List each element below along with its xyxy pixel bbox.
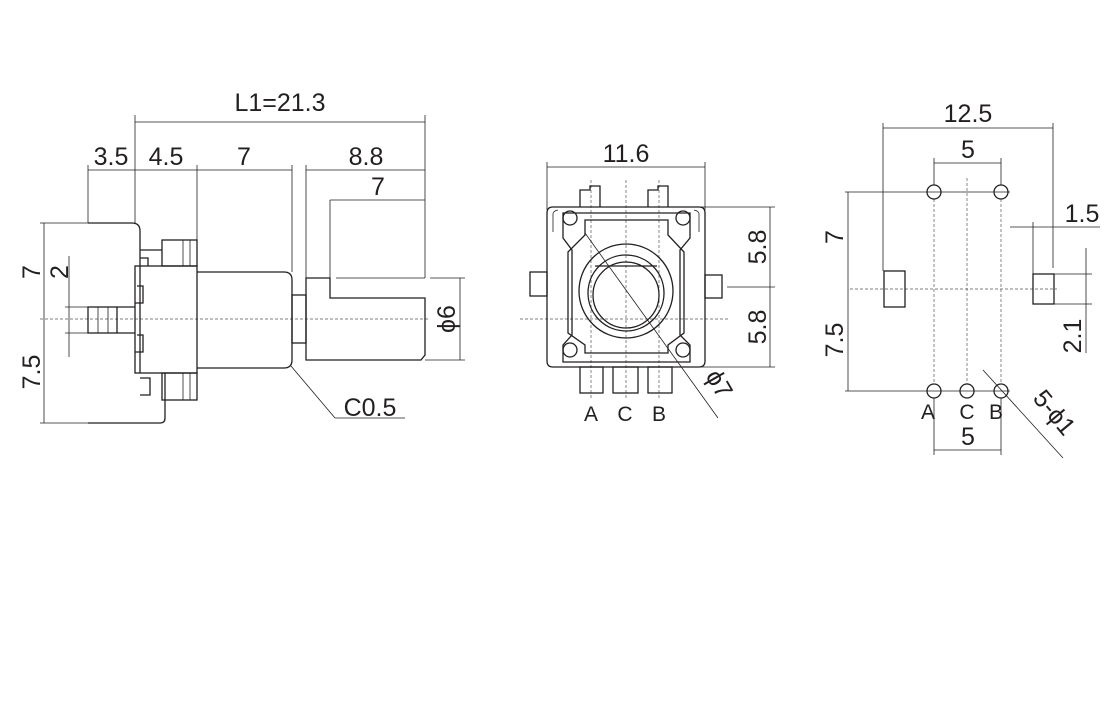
width-label: 11.6 (603, 140, 650, 168)
housing (134, 265, 198, 374)
pin-label-c: C (617, 403, 632, 426)
side-view: L1=21.3 3.5 4.5 7 8.8 7 7 2 7.5 C0.5 ϕ6 (18, 89, 465, 424)
dim-7-height: 7 (18, 265, 46, 279)
footprint-view: 12.5 5 1.5 7 7.5 2.1 5-ϕ1 A C B 5 (821, 100, 1100, 459)
inner-frame (567, 219, 685, 354)
pin-b (647, 366, 673, 394)
dim-2: 2 (46, 265, 74, 279)
dim-7-5: 7.5 (18, 355, 46, 390)
pad-label-c: C (959, 401, 974, 424)
pad-label-a: A (921, 401, 935, 424)
top-bracket (88, 222, 141, 373)
dim-7-body: 7 (237, 143, 251, 171)
mount-slot-left (883, 270, 906, 308)
overall-length-label: L1=21.3 (234, 89, 325, 117)
dim-4-5: 4.5 (149, 143, 184, 171)
dim-3-5: 3.5 (94, 143, 129, 171)
pin-label-a: A (584, 403, 598, 426)
footprint-dim-7-5: 7.5 (821, 323, 849, 358)
bushing (197, 271, 293, 369)
top-tab (579, 185, 601, 207)
front-body (546, 206, 706, 368)
top-pitch-label: 5 (961, 136, 975, 164)
terminals (87, 306, 118, 334)
bottom-bracket (88, 373, 166, 424)
pin-label-b: B (652, 403, 666, 426)
pad-hole (926, 184, 942, 200)
tab-width-label: 1.5 (1065, 200, 1100, 228)
pad-label-b: B (989, 401, 1003, 424)
footprint-dim-7: 7 (821, 230, 849, 244)
bottom-pitch-label: 5 (961, 423, 975, 451)
mount-hole (562, 210, 578, 226)
dim-5-8-bottom: 5.8 (744, 310, 772, 345)
chamfer-label: C0.5 (344, 394, 397, 422)
front-view: 11.6 5.8 5.8 ϕ7 A C B (520, 140, 775, 426)
mount-slot-right (1032, 273, 1055, 305)
dim-7-flat: 7 (371, 173, 385, 201)
hole-spec-label: 5-ϕ1 (1027, 385, 1081, 441)
footprint-width-label: 12.5 (944, 100, 993, 128)
tab-height-label: 2.1 (1059, 319, 1087, 354)
pin-a (579, 366, 604, 394)
pin-c (612, 366, 639, 394)
shaft-ring (578, 243, 674, 339)
dim-5-8-top: 5.8 (744, 230, 772, 265)
shaft-diameter-label: ϕ6 (433, 305, 461, 333)
shaft (305, 277, 426, 361)
dim-8-8: 8.8 (349, 143, 384, 171)
ring-diameter-label: ϕ7 (700, 365, 738, 403)
